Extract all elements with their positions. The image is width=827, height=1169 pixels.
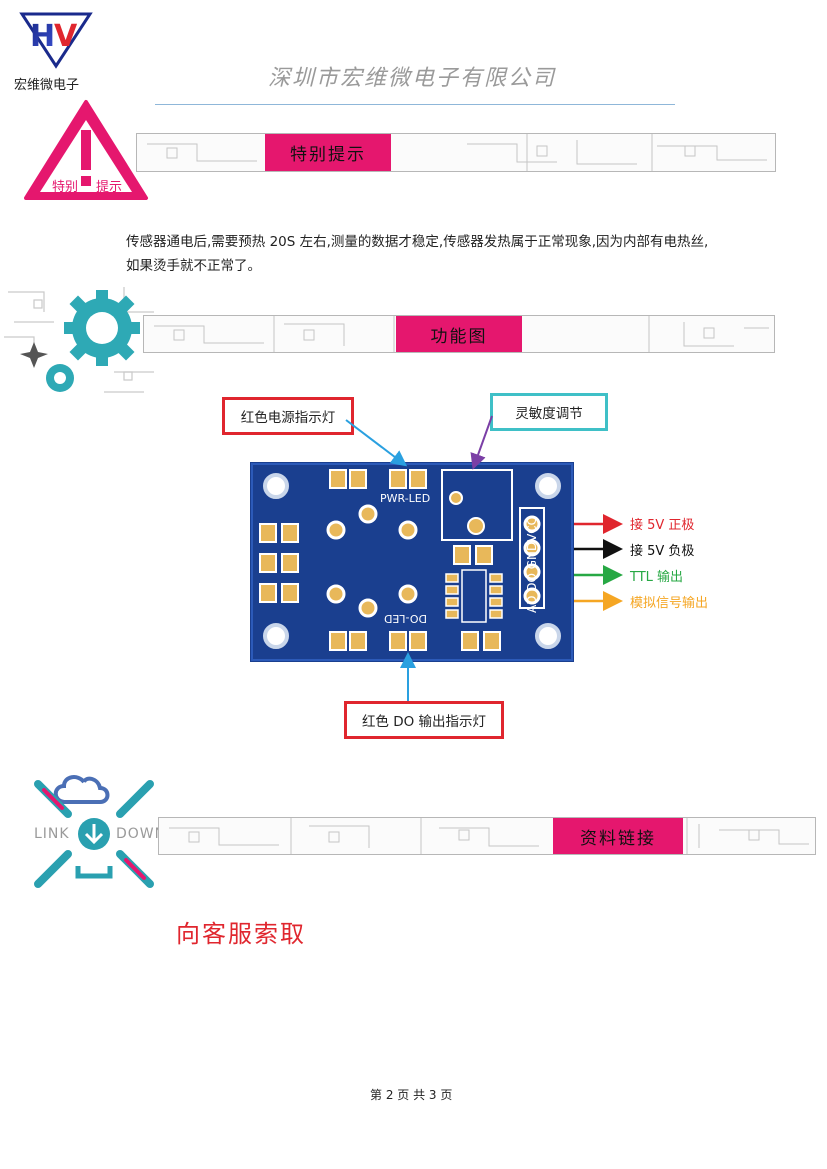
link-banner-label: 资料链接 [553,818,683,854]
callout-power-led: 红色电源指示灯 [222,397,354,435]
contact-text: 向客服索取 [176,920,306,948]
page-footer: 第 2 页 共 3 页 [370,1088,453,1102]
gear-icon [4,282,154,402]
function-banner: 功能图 [143,315,775,353]
link-icon-text-right: DOWN [116,826,167,842]
warning-text-left: 特别 [52,180,79,195]
circuit-pattern-icon [169,818,809,854]
pin-label-do: TTL 输出 [630,570,684,585]
company-name: 深圳市宏维微电子有限公司 [268,66,557,91]
notice-banner-label: 特别提示 [265,134,391,171]
link-banner: 资料链接 [158,817,816,855]
hv-logo-icon: H V [19,12,93,69]
pin-label-gnd: 接 5V 负极 [630,544,695,559]
callout-do-led: 红色 DO 输出指示灯 [344,701,504,739]
silkscreen-pins: AD DO GNDVCC [525,516,539,613]
warning-text-right: 提示 [96,180,123,195]
silkscreen-pwr-led: PWR-LED [380,492,431,505]
svg-text:H: H [30,19,55,54]
pin-label-ad: 模拟信号输出 [630,596,709,611]
sensor-board: PWR-LED DO-LED AD DO GNDVCC [250,462,574,662]
pin-label-vcc: 接 5V 正极 [630,518,695,533]
notice-banner: 特别提示 [136,133,776,172]
silkscreen-do-led: DO-LED [384,612,427,625]
header-divider [155,104,675,105]
circuit-pattern-icon [147,134,767,171]
notice-paragraph: 传感器通电后,需要预热 20S 左右,测量的数据才稳定,传感器发热属于正常现象,… [126,234,709,274]
logo-caption: 宏维微电子 [14,78,80,93]
svg-text:V: V [54,19,78,54]
link-download-icon: LINK DOWN [28,770,165,898]
callout-sensitivity: 灵敏度调节 [490,393,608,431]
function-banner-label: 功能图 [396,316,522,352]
link-icon-text-left: LINK [34,826,70,842]
company-logo: H V [16,8,96,70]
warning-icon: 特别 提示 [22,98,150,202]
